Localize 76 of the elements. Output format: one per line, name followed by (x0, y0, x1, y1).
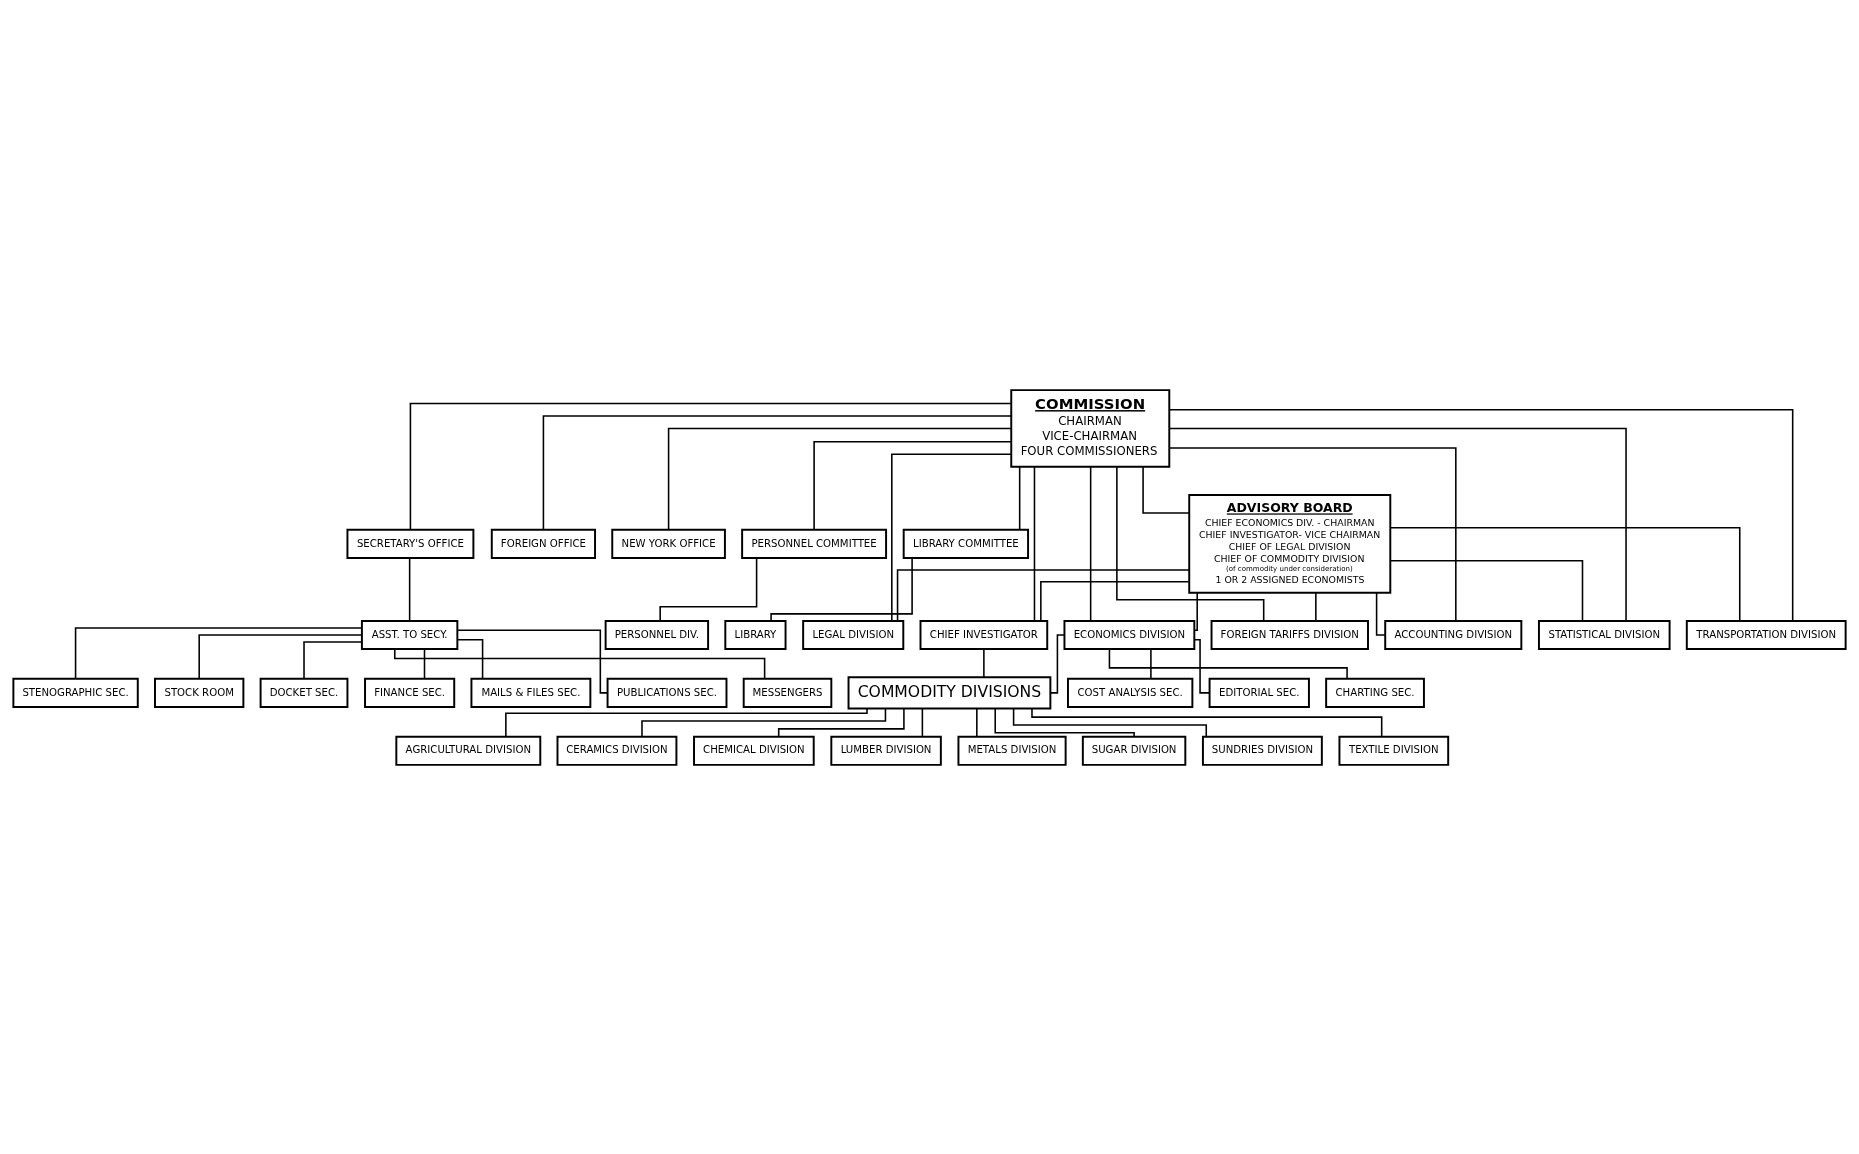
connector (1150, 648, 1152, 680)
connector (456, 629, 609, 694)
connector (1315, 591, 1317, 621)
node-box: TEXTILE DIVISION (1338, 735, 1450, 766)
node-box: COMMISSION CHAIRMAN VICE-CHAIRMAN FOUR COMMISSIONERS (1010, 388, 1171, 468)
connector (423, 648, 426, 680)
connector (983, 648, 985, 678)
node-box: FOREIGN TARIFFS DIVISION (1210, 619, 1369, 650)
connector (1033, 465, 1036, 622)
connector (659, 556, 758, 621)
connector (394, 647, 766, 679)
connector (1018, 465, 1021, 530)
connector (777, 707, 905, 737)
connector (409, 402, 1012, 530)
connector (1389, 526, 1741, 622)
connector (1168, 446, 1457, 621)
connector (1389, 559, 1584, 621)
connector (198, 633, 363, 679)
node-box: PERSONNEL COMMITTEE (741, 528, 888, 559)
node-box: EDITORIAL SEC. (1208, 677, 1310, 708)
node-box: AGRICULTURAL DIVISION (395, 735, 542, 766)
connector (1012, 707, 1208, 737)
node-box: NEW YORK OFFICE (611, 528, 726, 559)
connector (1168, 408, 1794, 622)
connector (891, 453, 1012, 622)
connector (1108, 647, 1348, 679)
connector (813, 440, 1012, 530)
connector (456, 638, 484, 679)
node-box: LUMBER DIVISION (830, 735, 942, 766)
node-box: LIBRARY (724, 619, 787, 650)
node-box: SUGAR DIVISION (1081, 735, 1187, 766)
node-box: PERSONNEL DIV. (604, 619, 710, 650)
node-box: COMMODITY DIVISIONS (847, 675, 1052, 709)
node-box: CERAMICS DIVISION (556, 735, 678, 766)
node-box: METALS DIVISION (957, 735, 1067, 766)
node-box: MESSENGERS (742, 677, 833, 708)
node-box: ECONOMICS DIVISION (1063, 619, 1196, 650)
node-box: CHARTING SEC. (1325, 677, 1425, 708)
node-box: LIBRARY COMMITTEE (902, 528, 1030, 559)
node-box: LEGAL DIVISION (802, 619, 905, 650)
node-box: ACCOUNTING DIVISION (1384, 619, 1523, 650)
node-box: STOCK ROOM (154, 677, 245, 708)
connector (303, 640, 363, 679)
connector (1193, 591, 1198, 631)
connector (641, 707, 887, 737)
node-box: TRANSPORTATION DIVISION (1685, 619, 1847, 650)
connector (1049, 633, 1066, 694)
node-box: CHIEF INVESTIGATOR (919, 619, 1049, 650)
node-box: STATISTICAL DIVISION (1537, 619, 1671, 650)
connector (976, 707, 978, 737)
connector (921, 707, 924, 737)
connector (1142, 465, 1190, 514)
connector (1375, 591, 1386, 636)
connector (667, 427, 1012, 530)
connector (994, 707, 1135, 737)
node-box: ASST. TO SECY. (360, 619, 459, 650)
connector (408, 556, 411, 622)
node-box: DOCKET SEC. (259, 677, 349, 708)
connector (1089, 465, 1092, 622)
node-box: FINANCE SEC. (364, 677, 456, 708)
node-box: PUBLICATIONS SEC. (606, 677, 728, 708)
connector (896, 568, 1190, 622)
connector (770, 556, 913, 622)
connector (1168, 427, 1627, 622)
connector (1040, 580, 1190, 622)
node-box: SECRETARY'S OFFICE (346, 528, 475, 559)
node-box: STENOGRAPHIC SEC. (12, 677, 139, 708)
connector (74, 626, 363, 680)
node-box: MAILS & FILES SEC. (470, 677, 592, 708)
node-box: FOREIGN OFFICE (490, 528, 597, 559)
node-box: SUNDRIES DIVISION (1201, 735, 1323, 766)
connector (1193, 638, 1211, 694)
connector (542, 414, 1012, 530)
node-box: ADVISORY BOARD CHIEF ECONOMICS DIV. - CHAIRMAN CHIEF INVESTIGATOR- VICE CHAIRMAN CHIEF OF LEGAL DIVISION CHIEF OF COMMODITY DIVISION (of commodity under consideration) 1 OR 2 ASSIGNED ECONOMISTS (1188, 493, 1392, 594)
node-box: COST ANALYSIS SEC. (1067, 677, 1194, 708)
node-box: CHEMICAL DIVISION (693, 735, 815, 766)
